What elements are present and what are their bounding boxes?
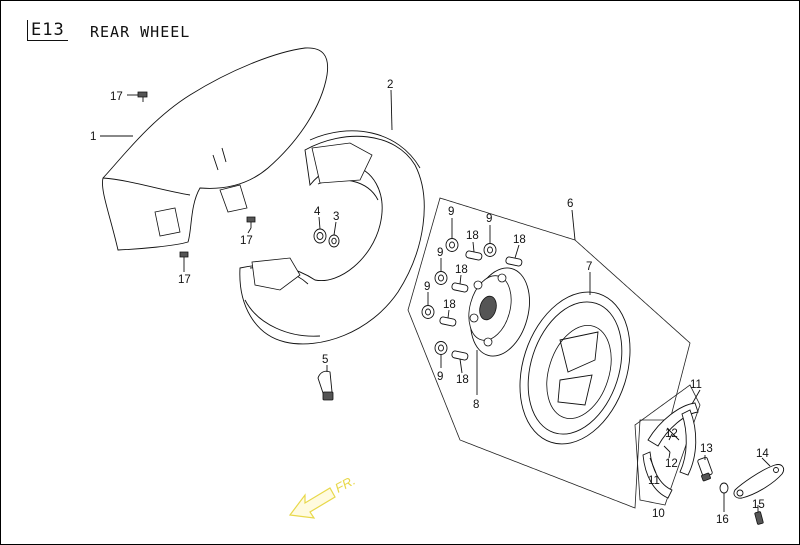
label-stud-c: 18: [455, 264, 468, 276]
label-nut-9a: 9: [448, 206, 454, 218]
label-washer-small: 16: [716, 514, 729, 526]
label-shoe-a: 11: [690, 379, 702, 391]
label-bolt: 15: [752, 499, 765, 511]
part-brake-cam: [697, 456, 713, 482]
label-nut: 4: [314, 206, 321, 218]
part-valve: [317, 370, 334, 401]
label-stud-a: 18: [466, 230, 479, 242]
leader-lines: [100, 89, 771, 512]
part-fender: [102, 47, 329, 251]
label-cam: 13: [700, 443, 713, 455]
label-nut-9b: 9: [486, 213, 492, 225]
label-fender: 1: [90, 131, 96, 143]
part-brake-lever: [733, 464, 785, 499]
label-hub: 8: [473, 399, 479, 411]
part-bolt: [754, 511, 764, 525]
label-spring-a: 12: [665, 428, 678, 440]
label-screw-c: 17: [178, 274, 191, 286]
label-screw-b: 17: [240, 235, 253, 247]
label-rim: 7: [586, 261, 592, 273]
label-brake-shoe-set: 10: [652, 508, 665, 520]
label-nut-9e: 9: [437, 371, 443, 383]
part-tire: [239, 130, 425, 345]
label-stud-d: 18: [443, 299, 456, 311]
label-hub-group: 6: [567, 198, 573, 210]
label-tire: 2: [387, 79, 393, 91]
section-code: E13: [27, 20, 68, 41]
front-direction-label: FR.: [332, 473, 358, 496]
part-hub: [468, 267, 530, 357]
label-nut-9c: 9: [437, 247, 443, 259]
label-stud-b: 18: [513, 234, 526, 246]
hub-group-outline: [407, 197, 691, 509]
part-hub-nuts: [421, 238, 497, 355]
part-washer-small: [719, 482, 729, 494]
part-nut-washer: [313, 228, 340, 248]
label-stud-e: 18: [456, 374, 469, 386]
callout-labels: 1 2 3 4 5 6 7 8 9 9 9 9 9 18 18 18 18 18…: [90, 79, 769, 526]
part-rim: [519, 291, 631, 445]
label-nut-9d: 9: [424, 281, 430, 293]
front-direction-arrow: FR.: [288, 473, 358, 519]
label-lever: 14: [756, 448, 769, 460]
label-washer: 3: [333, 211, 339, 223]
part-brake-shoes: [634, 384, 701, 506]
label-valve: 5: [322, 354, 328, 366]
section-title: REAR WHEEL: [90, 23, 191, 41]
part-hub-studs: [439, 250, 523, 361]
label-screw-a: 17: [110, 91, 123, 103]
label-spring-b: 12: [665, 458, 678, 470]
label-shoe-b: 11: [648, 475, 660, 487]
